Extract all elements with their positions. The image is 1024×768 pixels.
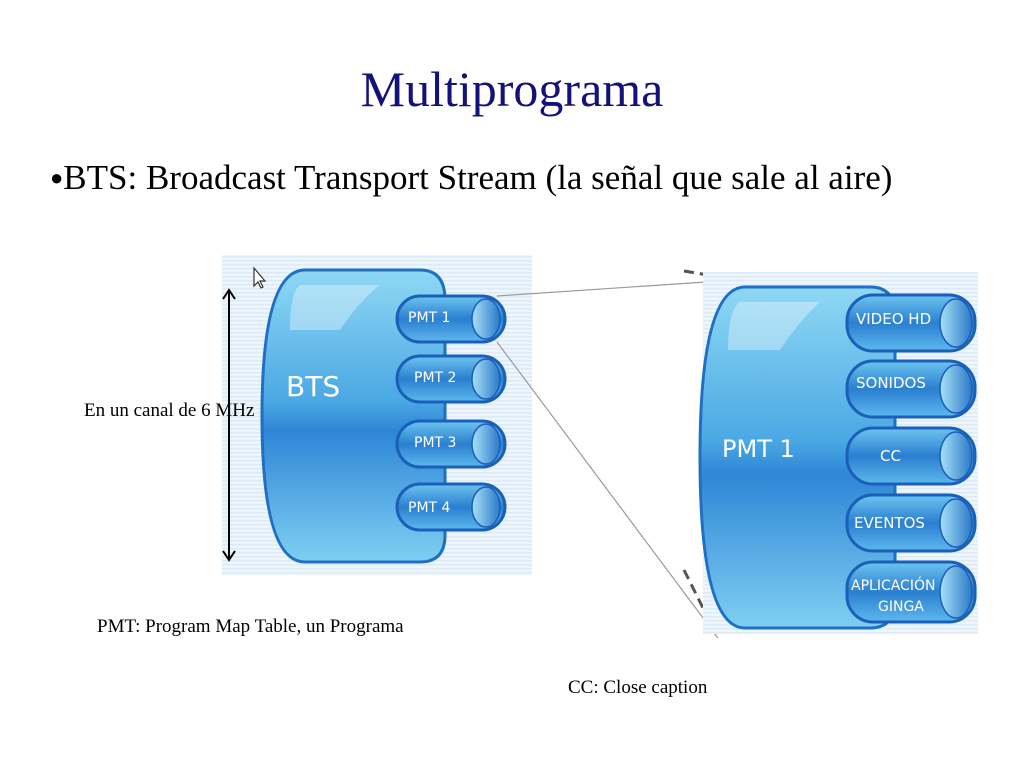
bts-pmt-label: PMT 3 [414,435,456,451]
bullet-point: ●BTS: Broadcast Transport Stream (la señ… [50,152,950,204]
zoom-connector [496,269,739,639]
channel-width-label: En un canal de 6 MHz [84,400,255,421]
bts-pmt-4: PMT 4 [395,482,507,532]
pmt-highlight [728,302,820,350]
bts-label: BTS [286,370,340,403]
bts-pmt-label: PMT 4 [408,500,451,516]
component-eventos: EVENTOS [845,493,977,553]
pmt-label: PMT 1 [722,435,795,463]
channel-span-arrow [222,288,236,562]
bts-pmt-label: PMT 2 [414,370,456,386]
component-label: APLICACIÓN [851,576,935,594]
bts-block [260,268,447,564]
pmt-definition: PMT: Program Map Table, un Programa [97,616,404,637]
component-label: VIDEO HD [856,310,931,328]
bts-pmt-label: PMT 1 [408,310,450,326]
bts-pmt-3: PMT 3 [395,419,507,469]
component-aplicacion-ginga: APLICACIÓN GINGA [845,560,977,624]
bullet-marker: ● [50,165,64,190]
page-title: Multiprograma [360,61,664,117]
component-label: GINGA [878,599,924,615]
component-label: CC [880,447,901,465]
bullet-text: BTS: Broadcast Transport Stream (la seña… [63,158,893,197]
bts-highlight [290,285,380,330]
bts-pmt-1: PMT 1 [395,294,507,344]
cc-definition: CC: Close caption [568,677,708,698]
component-video-hd: VIDEO HD [845,293,977,353]
cursor-icon [253,266,267,289]
component-label: SONIDOS [856,374,926,392]
component-sonidos: SONIDOS [845,359,977,419]
component-cc: CC [845,426,977,486]
component-label: EVENTOS [854,514,925,532]
bts-pmt-2: PMT 2 [395,354,507,404]
